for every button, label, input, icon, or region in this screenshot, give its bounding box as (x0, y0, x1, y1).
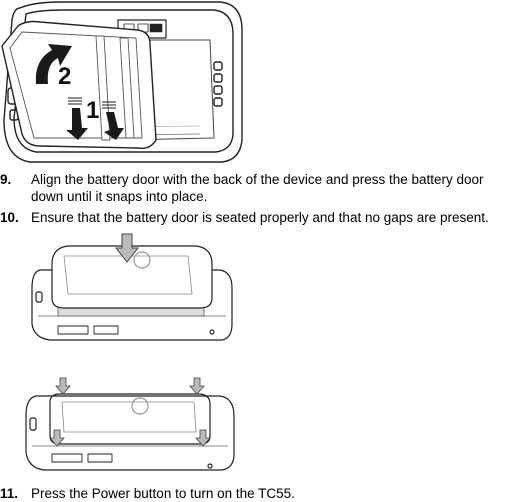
step-number: 11. (0, 486, 19, 501)
step-number: 9. (0, 172, 12, 187)
callout-2: 2 (58, 63, 71, 90)
callout-1: 1 (86, 97, 99, 124)
door-press-illustration (31, 233, 233, 341)
door-seated-illustration (25, 377, 235, 471)
step-text: Align the battery door with the back of … (31, 172, 484, 187)
battery-door-install-illustration: 2 1 (1, 1, 243, 163)
step-text-continued: down until it snaps into place. (31, 189, 208, 204)
step-number: 10. (0, 210, 19, 225)
step-text: Ensure that the battery door is seated p… (31, 210, 489, 225)
step-text: Press the Power button to turn on the TC… (31, 486, 295, 501)
